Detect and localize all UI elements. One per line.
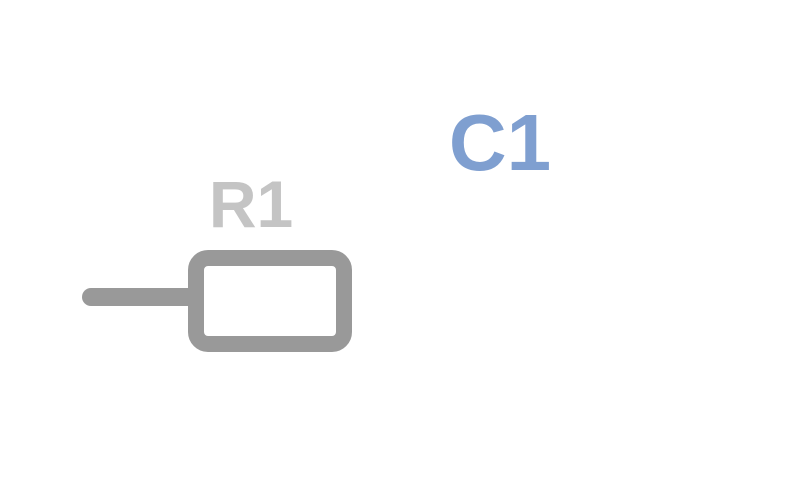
resistor-icon	[188, 250, 352, 352]
resistor-r1: R1	[82, 167, 352, 352]
capacitor-c1: C1	[449, 98, 697, 383]
resistor-label: R1	[209, 167, 293, 241]
capacitor-icon	[466, 212, 546, 383]
capacitor-label: C1	[449, 98, 551, 187]
